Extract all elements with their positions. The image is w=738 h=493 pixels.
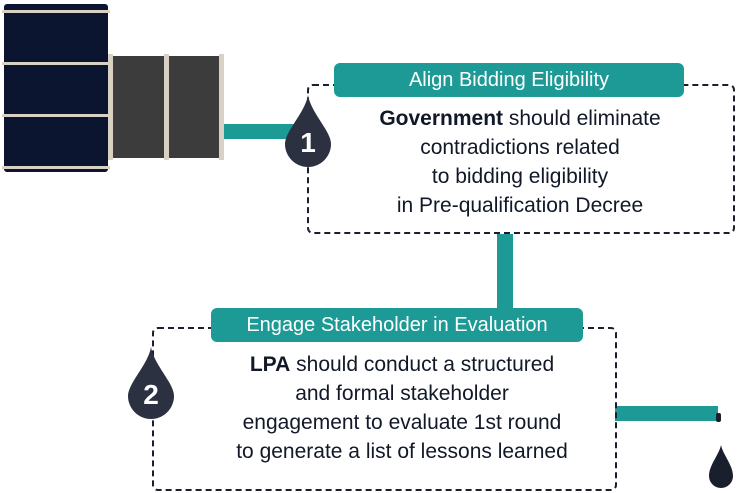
pipe-barrel-to-step1	[224, 124, 308, 139]
step2-line3: engagement to evaluate 1st round	[242, 411, 562, 434]
step2-line1: should conduct a structured	[290, 353, 555, 376]
step2-number: 2	[143, 379, 159, 410]
step2-line4: to generate a list of lessons learned	[236, 440, 568, 463]
pipe-step1-to-step2	[497, 234, 513, 312]
step1-title: Align Bidding Eligibility	[334, 63, 684, 97]
step2-title: Engage Stakeholder in Evaluation	[211, 308, 583, 342]
step1-actor: Government	[379, 107, 504, 130]
step1-line4: in Pre-qualification Decree	[396, 194, 644, 217]
step2-actor: LPA	[249, 353, 291, 376]
step1-line2: contradictions related	[420, 136, 620, 159]
step2-line2: and formal stakeholder	[295, 382, 509, 405]
falling-oil-drop-icon	[709, 445, 733, 489]
step1-line3: to bidding eligibility	[431, 165, 609, 188]
step1-text: Government should eliminate contradictio…	[310, 104, 730, 220]
oil-barrel-icon	[2, 4, 110, 172]
step1-line1: should eliminate	[503, 107, 661, 130]
step2-drop-icon: 2	[128, 347, 174, 419]
step1-number: 1	[300, 127, 316, 158]
step1-drop-icon: 1	[285, 95, 331, 167]
oil-barrel-side-icon	[108, 54, 224, 160]
step2-text: LPA should conduct a structured and form…	[152, 350, 652, 466]
pipe-outlet-cap	[716, 413, 721, 422]
pipe-step2-outlet	[615, 406, 718, 421]
